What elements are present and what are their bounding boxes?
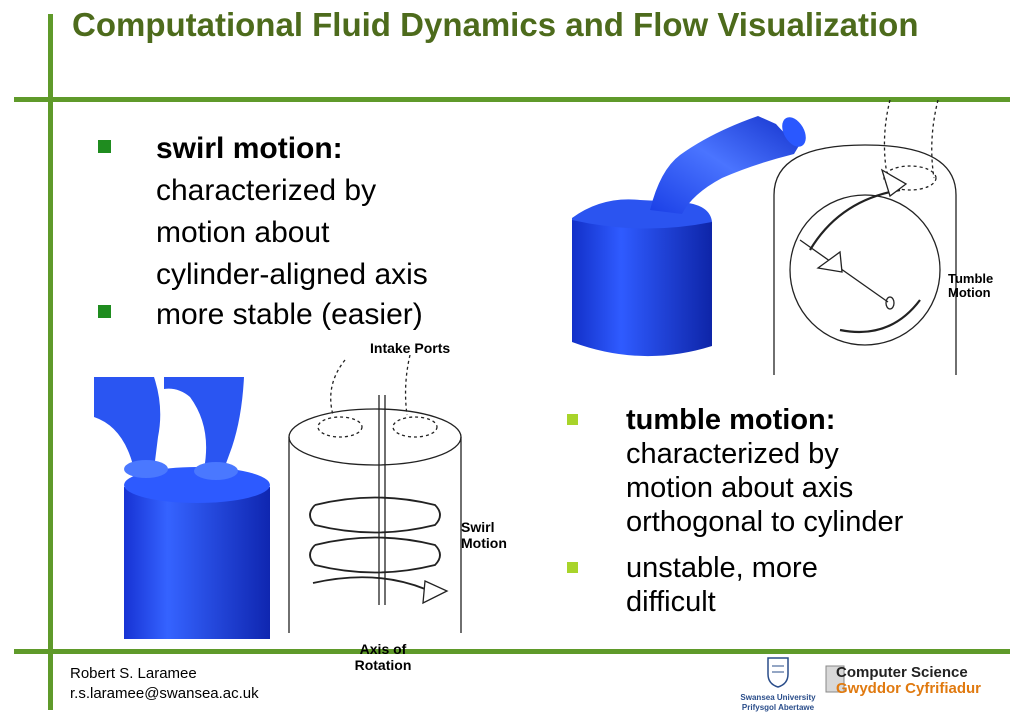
- swirl-loop: [309, 536, 441, 574]
- slide-title: Computational Fluid Dynamics and Flow Vi…: [72, 6, 919, 43]
- swirl-heading: swirl motion:: [156, 132, 343, 165]
- port-dashed-line: [931, 100, 939, 179]
- port-dashed-line: [883, 100, 891, 181]
- cs-emblem-icon: [825, 665, 845, 693]
- swirl-motion-label: Swirl Motion: [461, 519, 507, 551]
- cylinder-body-shape: [572, 220, 712, 357]
- arrow-head-shape: [880, 168, 908, 198]
- tumble-schematic: [773, 100, 957, 375]
- intake-port-shape: [164, 377, 244, 469]
- bullet-marker: [567, 414, 578, 425]
- vertical-accent-bar: [48, 14, 53, 710]
- tumble-axis-end: [885, 296, 895, 310]
- cylinder-top-outline: [773, 144, 957, 196]
- tumble-arrow-path: [809, 188, 901, 251]
- swansea-name: Swansea University: [740, 693, 816, 702]
- tumble-circle: [789, 194, 941, 346]
- title-divider: [14, 97, 1010, 102]
- footer-author-block: Robert S. Laramee r.s.laramee@swansea.ac…: [70, 664, 259, 704]
- swansea-university-logo: Swansea University Prifysgol Abertawe: [732, 656, 824, 713]
- tumble-cfd-render: [572, 116, 806, 357]
- crest-icon: [767, 657, 789, 688]
- swirl-second-point: more stable (easier): [156, 298, 423, 331]
- pipe-opening-shape: [782, 117, 806, 147]
- tumble-axis-line: [799, 239, 889, 303]
- swirl-loop: [309, 496, 441, 534]
- swirl-desc-line: cylinder-aligned axis: [156, 258, 428, 291]
- tumble-desc-line: motion about axis: [626, 472, 854, 504]
- cylinder-body-shape: [124, 487, 270, 639]
- tumble-desc-line: characterized by: [626, 438, 839, 470]
- cylinder-top-outline: [288, 408, 462, 466]
- bullet-marker: [567, 562, 578, 573]
- arrow-head-shape: [422, 580, 449, 605]
- swirl-desc-line: motion about: [156, 216, 330, 249]
- swirl-loop: [312, 576, 426, 590]
- swirl-cfd-render: [94, 377, 270, 639]
- bullet-marker: [98, 305, 111, 318]
- swirl-schematic: [288, 355, 462, 633]
- bullet-marker: [98, 140, 111, 153]
- tumble-desc-line: orthogonal to cylinder: [626, 506, 904, 538]
- intake-port-shape: [94, 377, 161, 469]
- tumble-arrow-path: [839, 299, 921, 334]
- author-email[interactable]: r.s.laramee@swansea.ac.uk: [70, 685, 259, 702]
- cs-welsh-name: Gwyddor Cyfrifiadur: [836, 680, 982, 697]
- author-name: Robert S. Laramee: [70, 665, 197, 682]
- port-dashed-ellipse: [317, 416, 363, 438]
- port-dashed-line: [404, 355, 411, 416]
- intake-ports-label: Intake Ports: [370, 340, 451, 356]
- tumble-second-line: difficult: [626, 586, 716, 618]
- footer-divider: [14, 649, 1010, 654]
- port-dashed-line: [330, 359, 346, 416]
- intake-pipe-shape: [650, 116, 800, 214]
- port-ring-shape: [194, 462, 238, 480]
- swirl-desc-line: characterized by: [156, 174, 377, 207]
- tumble-second-line: unstable, more: [626, 552, 818, 584]
- port-dashed-ellipse: [392, 416, 438, 438]
- cs-name: Computer Science: [836, 664, 968, 681]
- swansea-welsh-name: Prifysgol Abertawe: [741, 703, 815, 712]
- tumble-heading: tumble motion:: [626, 404, 836, 436]
- axis-of-rotation-label: Axis of Rotation: [354, 641, 412, 673]
- tumble-motion-label: Tumble Motion: [948, 271, 994, 300]
- port-ring-shape: [124, 460, 168, 478]
- arrow-head-shape: [816, 250, 843, 273]
